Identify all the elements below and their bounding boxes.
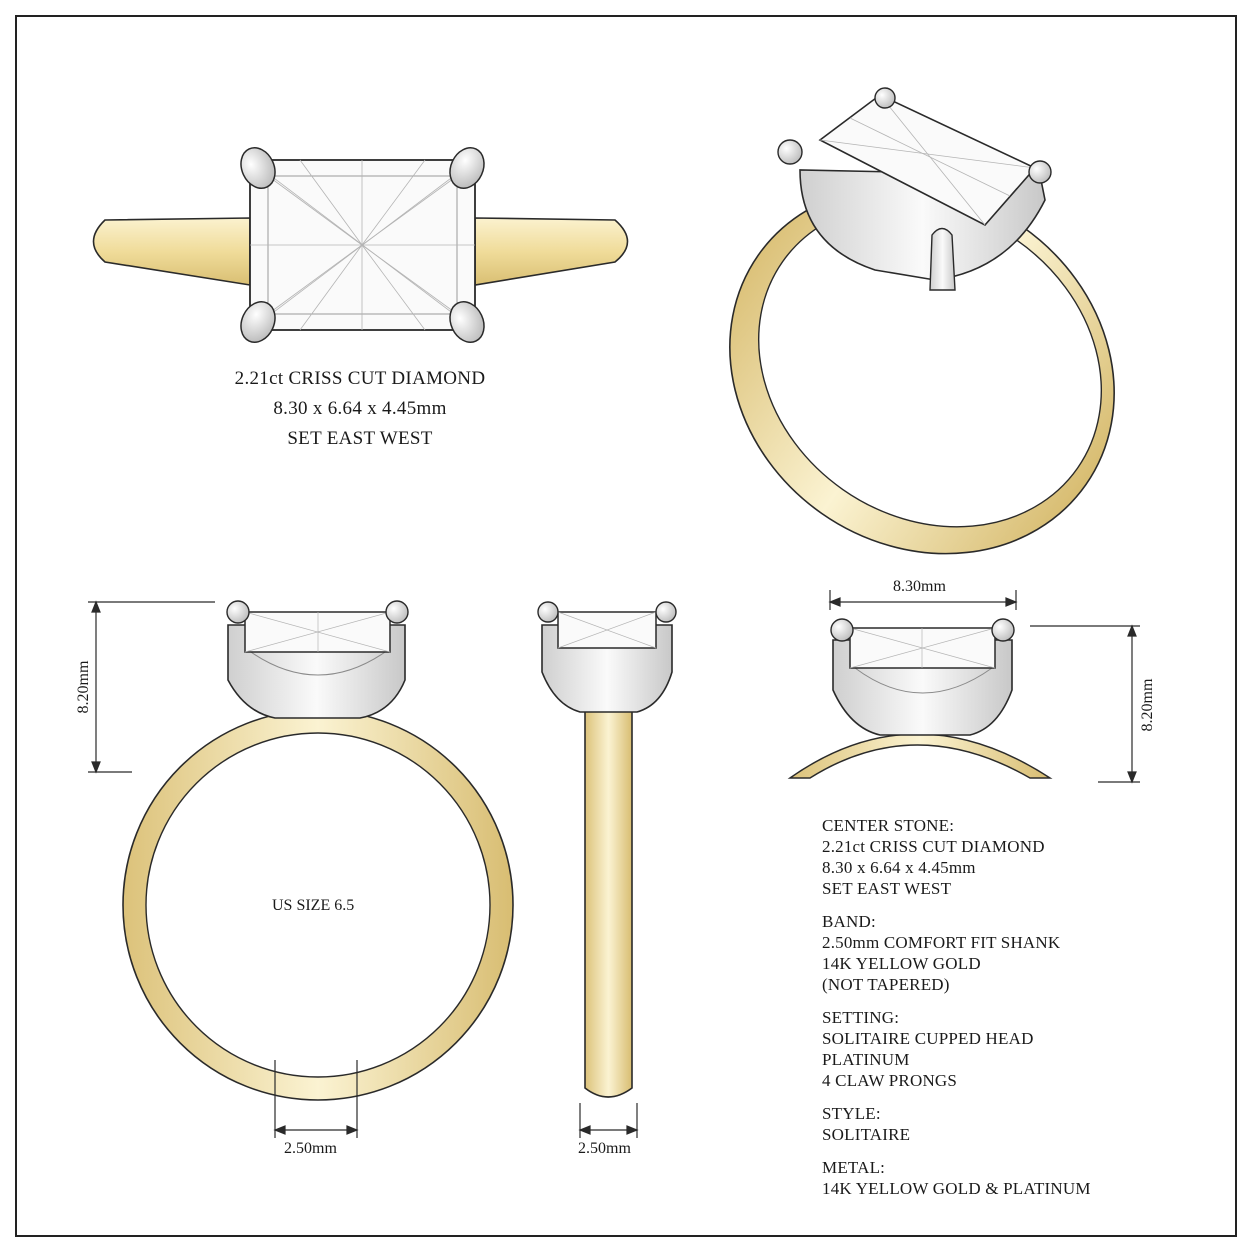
top-prong-bl bbox=[240, 301, 276, 343]
top-view bbox=[92, 147, 629, 343]
spec-line: (NOT TAPERED) bbox=[822, 975, 950, 994]
side-band-width-label: 2.50mm bbox=[578, 1140, 631, 1157]
head-width-label: 8.30mm bbox=[893, 578, 946, 595]
spec-heading: STYLE: bbox=[822, 1104, 881, 1123]
spec-line: 4 CLAW PRONGS bbox=[822, 1071, 958, 1090]
front-band-inner bbox=[145, 732, 491, 1078]
perspective-prong-1 bbox=[874, 87, 896, 109]
spec-setting: SETTING: SOLITAIRE CUPPED HEAD PLATINUM … bbox=[822, 1007, 1091, 1091]
head-height-dimension bbox=[1030, 624, 1140, 784]
front-view bbox=[88, 600, 514, 1138]
head-detail-view bbox=[787, 590, 1140, 784]
head-width-dimension bbox=[828, 590, 1018, 610]
spec-line: 8.30 x 6.64 x 4.45mm bbox=[822, 858, 976, 877]
ring-size-label: US SIZE 6.5 bbox=[272, 897, 355, 914]
perspective-prong-3 bbox=[1028, 160, 1052, 184]
top-prong-br bbox=[449, 301, 485, 343]
spec-line: 2.50mm COMFORT FIT SHANK bbox=[822, 933, 1061, 952]
side-band bbox=[584, 704, 633, 1098]
spec-heading: BAND: bbox=[822, 912, 876, 931]
spec-line: 2.21ct CRISS CUT DIAMOND bbox=[822, 837, 1045, 856]
perspective-view bbox=[729, 87, 1115, 555]
top-view-caption: 2.21ct CRISS CUT DIAMOND 8.30 x 6.64 x 4… bbox=[200, 364, 520, 454]
spec-line: 14K YELLOW GOLD bbox=[822, 954, 981, 973]
spec-line: SET EAST WEST bbox=[822, 879, 952, 898]
top-band-right bbox=[474, 217, 629, 286]
top-band-left bbox=[92, 217, 251, 286]
specifications-list: CENTER STONE: 2.21ct CRISS CUT DIAMOND 8… bbox=[822, 815, 1091, 1211]
spec-heading: CENTER STONE: bbox=[822, 816, 955, 835]
front-band-width-dimension bbox=[273, 1060, 359, 1138]
front-height-dimension bbox=[88, 600, 215, 774]
spec-band: BAND: 2.50mm COMFORT FIT SHANK 14K YELLO… bbox=[822, 911, 1091, 995]
detail-band bbox=[787, 733, 1053, 779]
spec-line: 14K YELLOW GOLD & PLATINUM bbox=[822, 1179, 1091, 1198]
spec-style: STYLE: SOLITAIRE bbox=[822, 1103, 1091, 1145]
top-prong-tl bbox=[240, 147, 276, 189]
side-band-width-dimension bbox=[578, 1103, 639, 1138]
drawing-frame bbox=[15, 15, 1237, 1237]
perspective-prong-4 bbox=[929, 227, 956, 291]
spec-heading: METAL: bbox=[822, 1158, 886, 1177]
top-prong-tr bbox=[449, 147, 485, 189]
caption-line-3: SET EAST WEST bbox=[287, 428, 433, 449]
spec-line: SOLITAIRE CUPPED HEAD bbox=[822, 1029, 1034, 1048]
caption-line-1: 2.21ct CRISS CUT DIAMOND bbox=[234, 368, 486, 389]
perspective-prong-2 bbox=[777, 139, 803, 165]
spec-metal: METAL: 14K YELLOW GOLD & PLATINUM bbox=[822, 1157, 1091, 1199]
caption-line-2: 8.30 x 6.64 x 4.45mm bbox=[273, 398, 447, 419]
spec-line: PLATINUM bbox=[822, 1050, 910, 1069]
front-band-width-label: 2.50mm bbox=[284, 1140, 337, 1157]
spec-center-stone: CENTER STONE: 2.21ct CRISS CUT DIAMOND 8… bbox=[822, 815, 1091, 899]
spec-line: SOLITAIRE bbox=[822, 1125, 911, 1144]
front-height-label: 8.20mm bbox=[75, 660, 92, 714]
spec-heading: SETTING: bbox=[822, 1008, 900, 1027]
head-height-label: 8.20mm bbox=[1139, 678, 1156, 732]
top-diamond-facets bbox=[249, 159, 476, 331]
side-view bbox=[537, 601, 677, 1138]
